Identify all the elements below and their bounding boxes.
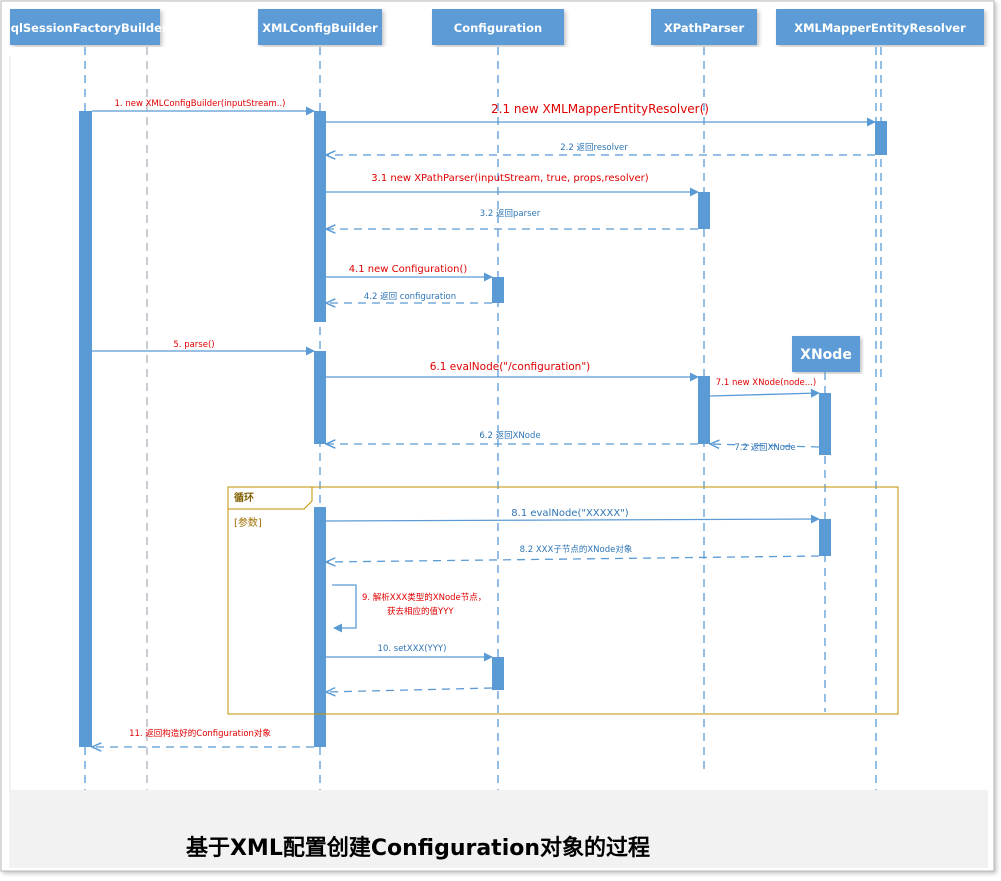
activation-xnode-2 [819, 519, 831, 556]
message-2-1: 2.1 new XMLMapperEntityResolver() [326, 102, 876, 127]
svg-text:7.2 返回XNode: 7.2 返回XNode [734, 442, 795, 453]
svg-text:XNode: XNode [800, 347, 852, 363]
participant-resolver: XMLMapperEntityResolver [776, 9, 984, 45]
svg-text:2.2 返回resolver: 2.2 返回resolver [560, 142, 628, 153]
loop-guard: [参数] [234, 516, 262, 529]
svg-text:1. new XMLConfigBuilder(inputS: 1. new XMLConfigBuilder(inputStream..) [115, 99, 286, 109]
participant-sqlsession: SqlSessionFactoryBuilder [2, 9, 168, 45]
activation-xpath-2 [698, 376, 710, 444]
svg-text:6.2 返回XNode: 6.2 返回XNode [479, 430, 540, 441]
svg-text:5. parse(): 5. parse() [173, 340, 214, 350]
svg-text:XMLConfigBuilder: XMLConfigBuilder [262, 21, 378, 35]
message-10: 10. setXXX(YYY) [326, 644, 493, 662]
svg-text:3.2 返回parser: 3.2 返回parser [480, 208, 541, 219]
svg-text:8.2 XXX子节点的XNode对象: 8.2 XXX子节点的XNode对象 [520, 544, 633, 555]
svg-text:SqlSessionFactoryBuilder: SqlSessionFactoryBuilder [2, 21, 167, 35]
svg-text:Configuration: Configuration [454, 21, 542, 35]
svg-text:6.1 evalNode("/configuration": 6.1 evalNode("/configuration") [430, 361, 591, 373]
svg-text:4.1 new Configuration(): 4.1 new Configuration() [349, 264, 468, 275]
caption-band [9, 790, 988, 868]
activation-xpath-1 [698, 192, 710, 229]
activation-xmlconfig-1 [314, 111, 326, 322]
loop-frame: 循环 [参数] [227, 486, 899, 715]
message-5: 5. parse() [92, 340, 315, 356]
message-11: 11. 返回构造好的Configuration对象 [92, 728, 314, 747]
svg-text:2.1 new XMLMapperEntityResolve: 2.1 new XMLMapperEntityResolver() [491, 102, 709, 116]
participant-xnode: XNode [792, 336, 860, 372]
message-2-2: 2.2 返回resolver [326, 142, 875, 155]
message-3-1: 3.1 new XPathParser(inputStream, true, p… [326, 173, 699, 197]
participant-xmlconfig: XMLConfigBuilder [258, 9, 382, 45]
activation-configuration-2 [492, 657, 504, 690]
svg-text:7.1 new XNode(node...): 7.1 new XNode(node...) [716, 378, 816, 388]
svg-text:11. 返回构造好的Configuration对象: 11. 返回构造好的Configuration对象 [129, 728, 271, 739]
message-8-1: 8.1 evalNode("XXXXX") [325, 508, 820, 524]
svg-text:4.2 返回 configuration: 4.2 返回 configuration [364, 291, 456, 302]
message-7-1: 7.1 new XNode(node...) [709, 378, 820, 398]
activation-resolver [875, 121, 887, 155]
activation-xmlconfig-2 [314, 351, 326, 444]
message-4-2: 4.2 返回 configuration [326, 291, 492, 303]
svg-text:3.1 new XPathParser(inputStrea: 3.1 new XPathParser(inputStream, true, p… [371, 173, 649, 184]
svg-text:XMLMapperEntityResolver: XMLMapperEntityResolver [794, 21, 966, 35]
message-9-self: 9. 解析XXX类型的XNode节点， 获去相应的值YYY [332, 584, 486, 633]
message-1: 1. new XMLConfigBuilder(inputStream..) [92, 99, 315, 116]
message-4-1: 4.1 new Configuration() [326, 264, 493, 282]
svg-text:10. setXXX(YYY): 10. setXXX(YYY) [378, 644, 447, 654]
activation-xnode-1 [819, 393, 831, 455]
loop-label: 循环 [234, 491, 254, 504]
svg-text:获去相应的值YYY: 获去相应的值YYY [387, 606, 454, 617]
activation-sqlsession [79, 111, 92, 747]
participant-xpath: XPathParser [651, 9, 757, 45]
message-6-1: 6.1 evalNode("/configuration") [326, 361, 699, 382]
message-6-2: 6.2 返回XNode [326, 430, 698, 444]
activation-configuration-1 [492, 277, 504, 303]
svg-text:9. 解析XXX类型的XNode节点，: 9. 解析XXX类型的XNode节点， [362, 592, 486, 603]
diagram-caption: 基于XML配置创建Configuration对象的过程 [186, 835, 650, 861]
message-8-2: 8.2 XXX子节点的XNode对象 [326, 544, 820, 562]
activation-xmlconfig-3 [314, 507, 326, 747]
svg-text:XPathParser: XPathParser [664, 21, 745, 35]
message-7-2: 7.2 返回XNode [710, 442, 820, 453]
participant-configuration: Configuration [432, 9, 564, 45]
svg-text:8.1 evalNode("XXXXX"): 8.1 evalNode("XXXXX") [511, 508, 629, 519]
message-3-2: 3.2 返回parser [326, 208, 698, 229]
